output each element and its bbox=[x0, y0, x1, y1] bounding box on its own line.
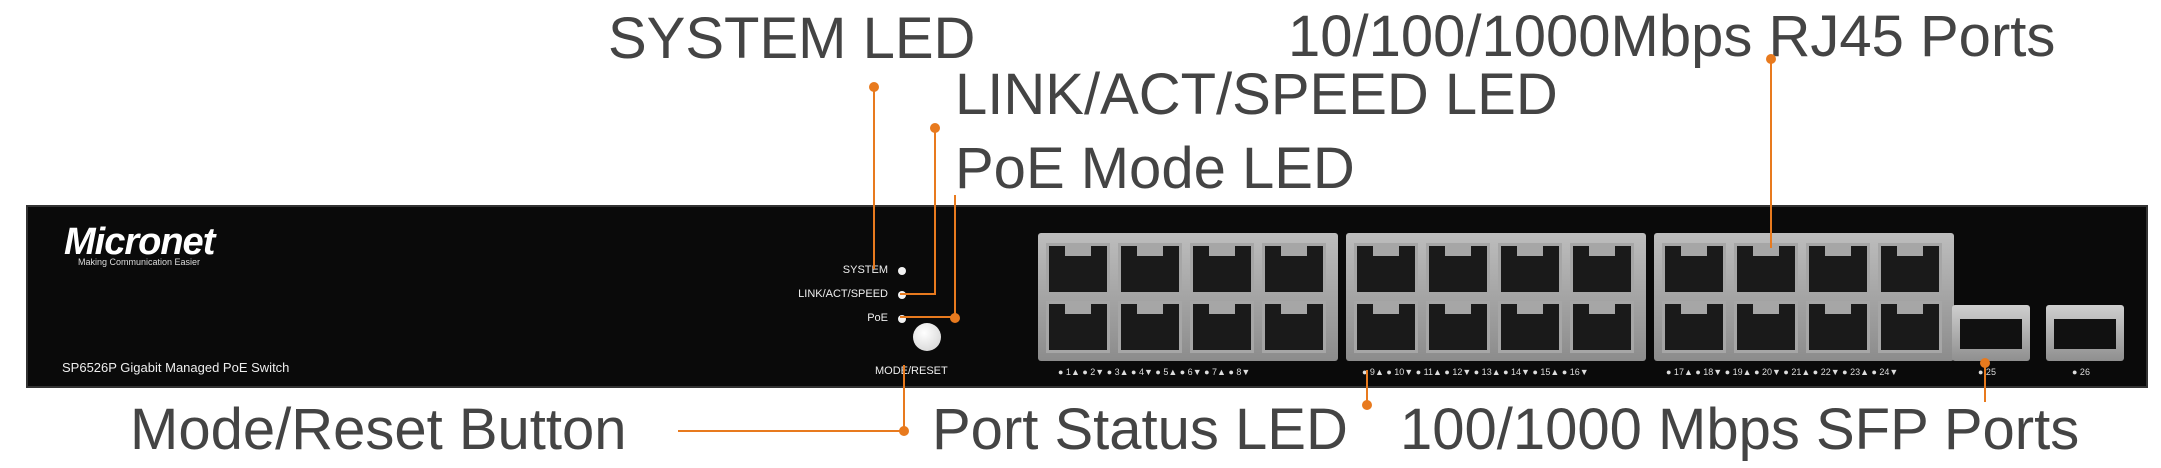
rj45-port[interactable] bbox=[1806, 243, 1870, 295]
sfp-port-25[interactable] bbox=[1952, 305, 2030, 361]
port-status-leader-dot bbox=[1362, 400, 1372, 410]
rj45-port[interactable] bbox=[1426, 243, 1490, 295]
rj45-port[interactable] bbox=[1498, 301, 1562, 353]
rj45-port[interactable] bbox=[1354, 243, 1418, 295]
switch-front-panel: Micronet Making Communication Easier SP6… bbox=[26, 205, 2148, 388]
rj45-port[interactable] bbox=[1190, 301, 1254, 353]
rj45-port[interactable] bbox=[1878, 301, 1942, 353]
system-led-label: SYSTEM bbox=[842, 264, 888, 276]
rj45-port[interactable] bbox=[1570, 301, 1634, 353]
rj45-port[interactable] bbox=[1262, 243, 1326, 295]
sfp-leader-line bbox=[1984, 360, 1986, 402]
port-group-1 bbox=[1038, 233, 1338, 361]
poe-leader-line bbox=[954, 195, 956, 315]
rj45-port[interactable] bbox=[1046, 301, 1110, 353]
reset-leader-horizontal bbox=[678, 430, 903, 432]
sfp-callout: 100/1000 Mbps SFP Ports bbox=[1400, 397, 2080, 462]
system-led bbox=[898, 267, 906, 275]
sfp-status-led-26: ● 26 bbox=[2072, 367, 2090, 377]
rj45-port[interactable] bbox=[1734, 301, 1798, 353]
rj45-port[interactable] bbox=[1046, 243, 1110, 295]
rj45-port[interactable] bbox=[1190, 243, 1254, 295]
port-status-leds-2: ● 9▲ ● 10▼ ● 11▲ ● 12▼ ● 13▲ ● 14▼ ● 15▲… bbox=[1362, 367, 1589, 377]
port-group-2 bbox=[1346, 233, 1646, 361]
rj45-callout: 10/100/1000Mbps RJ45 Ports bbox=[1288, 4, 2056, 69]
system-leader-line bbox=[873, 86, 875, 269]
poe-led-label: PoE bbox=[867, 312, 888, 324]
rj45-port[interactable] bbox=[1734, 243, 1798, 295]
mode-reset-button[interactable] bbox=[913, 323, 941, 351]
rj45-port[interactable] bbox=[1806, 301, 1870, 353]
link-led-label: LINK/ACT/SPEED bbox=[798, 288, 888, 300]
rj45-port[interactable] bbox=[1878, 243, 1942, 295]
rj45-port[interactable] bbox=[1662, 301, 1726, 353]
sfp-status-led-25: ● 25 bbox=[1978, 367, 1996, 377]
poe-leader-dot bbox=[950, 313, 960, 323]
mode-reset-label: MODE/RESET bbox=[875, 365, 948, 377]
rj45-leader-line bbox=[1770, 58, 1772, 248]
link-led-callout: LINK/ACT/SPEED LED bbox=[955, 62, 1558, 127]
mode-reset-callout: Mode/Reset Button bbox=[130, 397, 627, 462]
port-status-callout: Port Status LED bbox=[932, 397, 1348, 462]
poe-led bbox=[898, 315, 906, 323]
link-led bbox=[898, 291, 906, 299]
port-status-leader-line bbox=[1366, 370, 1368, 402]
rj45-port[interactable] bbox=[1354, 301, 1418, 353]
rj45-port[interactable] bbox=[1118, 243, 1182, 295]
rj45-port[interactable] bbox=[1570, 243, 1634, 295]
brand-tagline: Making Communication Easier bbox=[78, 257, 201, 267]
rj45-port[interactable] bbox=[1118, 301, 1182, 353]
poe-leader-horizontal bbox=[900, 316, 955, 318]
rj45-port[interactable] bbox=[1662, 243, 1726, 295]
port-group-3 bbox=[1654, 233, 1954, 361]
rj45-port[interactable] bbox=[1426, 301, 1490, 353]
brand-logo: Micronet bbox=[64, 221, 215, 263]
reset-leader-line bbox=[903, 365, 905, 431]
system-led-callout: SYSTEM LED bbox=[608, 6, 976, 71]
link-leader-line bbox=[934, 127, 936, 293]
rj45-port[interactable] bbox=[1498, 243, 1562, 295]
port-status-leds-3: ● 17▲ ● 18▼ ● 19▲ ● 20▼ ● 21▲ ● 22▼ ● 23… bbox=[1666, 367, 1899, 377]
link-leader-horizontal bbox=[900, 293, 936, 295]
model-name: SP6526P Gigabit Managed PoE Switch bbox=[62, 360, 290, 375]
port-status-leds-1: ● 1▲ ● 2▼ ● 3▲ ● 4▼ ● 5▲ ● 6▼ ● 7▲ ● 8▼ bbox=[1058, 367, 1251, 377]
rj45-port[interactable] bbox=[1262, 301, 1326, 353]
reset-leader-dot bbox=[899, 426, 909, 436]
sfp-port-26[interactable] bbox=[2046, 305, 2124, 361]
poe-led-callout: PoE Mode LED bbox=[955, 136, 1355, 201]
